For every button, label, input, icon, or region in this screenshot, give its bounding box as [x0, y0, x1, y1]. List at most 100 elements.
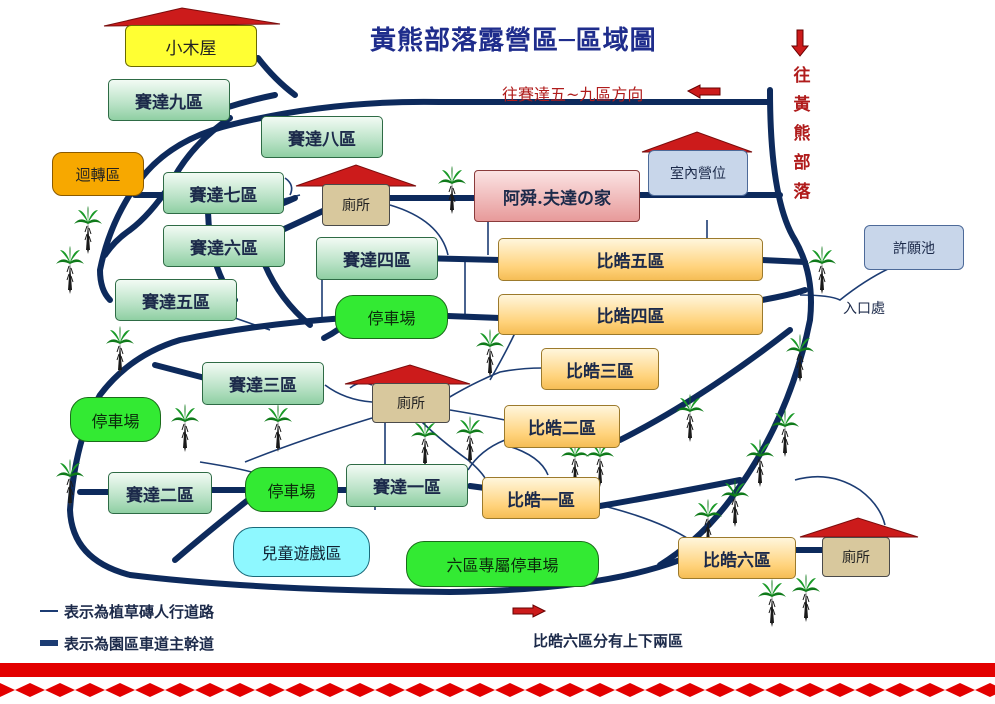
walking-path	[447, 367, 544, 399]
band-diamond	[0, 683, 15, 697]
band-diamond	[225, 683, 255, 697]
band-diamond	[495, 683, 525, 697]
walking-path	[324, 384, 373, 403]
indoor-camp[interactable]: 室內營位	[648, 150, 748, 196]
toilet-mid[interactable]: 廁所	[372, 383, 450, 423]
wish-pond[interactable]: 許願池	[864, 225, 964, 270]
left-arrow-icon	[686, 84, 721, 99]
playground[interactable]: 兒童遊戲區	[233, 527, 370, 577]
legend-thick-text: 表示為園區車道主幹道	[64, 635, 215, 653]
main-road	[657, 87, 814, 568]
roofs	[103, 7, 919, 538]
saida-area-5[interactable]: 賽達五區	[115, 279, 237, 321]
page-title: 黃熊部落露營區─區域圖	[370, 26, 657, 56]
parking-center[interactable]: 停車場	[335, 295, 448, 339]
cabin-roof	[103, 7, 281, 27]
band-diamond	[765, 683, 795, 697]
walking-paths	[199, 177, 891, 541]
bihao-area-3[interactable]: 比皓三區	[541, 348, 659, 390]
palm-tree-icon	[106, 326, 134, 374]
direction-saida-label: 往賽達五~九區方向	[502, 85, 644, 104]
turnaround-area[interactable]: 迴轉區	[52, 152, 144, 196]
bihao-area-1[interactable]: 比皓一區	[482, 477, 600, 519]
palm-tree-icon	[721, 479, 749, 527]
main-roads	[67, 55, 825, 595]
main-road	[152, 362, 208, 381]
bihao-area-2[interactable]: 比皓二區	[504, 405, 620, 448]
toilet-right[interactable]: 廁所	[822, 537, 890, 577]
palm-tree-icon	[771, 409, 799, 457]
bihao-area-6[interactable]: 比皓六區	[678, 537, 796, 579]
main-road	[67, 315, 683, 595]
cabin[interactable]: 小木屋	[125, 25, 257, 67]
saida-area-4[interactable]: 賽達四區	[316, 237, 438, 280]
saida-area-6[interactable]: 賽達六區	[163, 225, 285, 267]
walking-path	[504, 444, 549, 476]
band-diamond	[15, 683, 45, 697]
parking-bottom[interactable]: 停車場	[245, 467, 338, 512]
right-arrow-icon	[512, 604, 547, 618]
band-diamond	[435, 683, 465, 697]
main-road	[102, 115, 233, 258]
walking-path	[599, 504, 691, 541]
down-arrow-icon	[790, 29, 810, 57]
palm-tree-icon	[438, 166, 466, 214]
main-road	[597, 477, 743, 509]
parking-area-6[interactable]: 六區專屬停車場	[406, 541, 599, 587]
bihao-area-4[interactable]: 比皓四區	[498, 294, 763, 335]
main-road	[255, 55, 298, 98]
toilet-top[interactable]: 廁所	[322, 184, 390, 226]
band-diamond	[195, 683, 225, 697]
main-road	[445, 313, 503, 321]
band-diamond	[945, 683, 975, 697]
direction-tribe-label: 往黃熊部落	[793, 66, 811, 202]
palm-tree-icon	[792, 574, 820, 622]
saida-area-9[interactable]: 賽達九區	[108, 79, 230, 121]
palm-tree-icon	[476, 329, 504, 377]
walking-path	[244, 417, 373, 463]
palm-tree-icon	[171, 404, 199, 452]
band-diamond	[525, 683, 555, 697]
band-diamond	[615, 683, 645, 697]
main-road	[262, 262, 313, 328]
band-diamond	[165, 683, 195, 697]
parking-left[interactable]: 停車場	[70, 397, 161, 442]
band-diamond	[825, 683, 855, 697]
saida-area-8[interactable]: 賽達八區	[261, 116, 383, 158]
band-diamond	[345, 683, 375, 697]
main-road	[759, 287, 808, 303]
saida-area-2[interactable]: 賽達二區	[108, 472, 212, 514]
band-diamond	[45, 683, 75, 697]
band-diamond	[135, 683, 165, 697]
saida-area-3[interactable]: 賽達三區	[202, 362, 324, 405]
band-diamond	[375, 683, 405, 697]
band-diamond	[315, 683, 345, 697]
saida-area-1[interactable]: 賽達一區	[346, 464, 468, 507]
band-diamond	[405, 683, 435, 697]
legend-thin-text: 表示為植草磚人行道路	[64, 603, 215, 621]
saida-area-7[interactable]: 賽達七區	[163, 172, 284, 214]
walking-path	[284, 177, 293, 196]
main-road	[759, 257, 808, 265]
band-diamond	[585, 683, 615, 697]
main-road	[97, 98, 773, 303]
indoor-roof	[641, 131, 753, 153]
main-road	[617, 327, 793, 443]
band-diamond	[915, 683, 945, 697]
band-diamond	[735, 683, 765, 697]
palm-tree-icon	[56, 246, 84, 294]
band-diamond	[645, 683, 675, 697]
ashun-home[interactable]: 阿舜.夫達の家	[474, 170, 640, 222]
band-diamond	[975, 683, 995, 697]
toilet-roof-top	[295, 164, 417, 187]
band-diamond	[705, 683, 735, 697]
palm-tree-icon	[786, 334, 814, 382]
bihao-area-5[interactable]: 比皓五區	[498, 238, 763, 281]
decorative-band	[0, 663, 995, 697]
walking-path	[799, 267, 891, 301]
palm-tree-icon	[456, 416, 484, 464]
band-diamond	[855, 683, 885, 697]
palm-tree-icon	[746, 439, 774, 487]
band-diamond	[285, 683, 315, 697]
diamond-pattern	[0, 683, 995, 697]
